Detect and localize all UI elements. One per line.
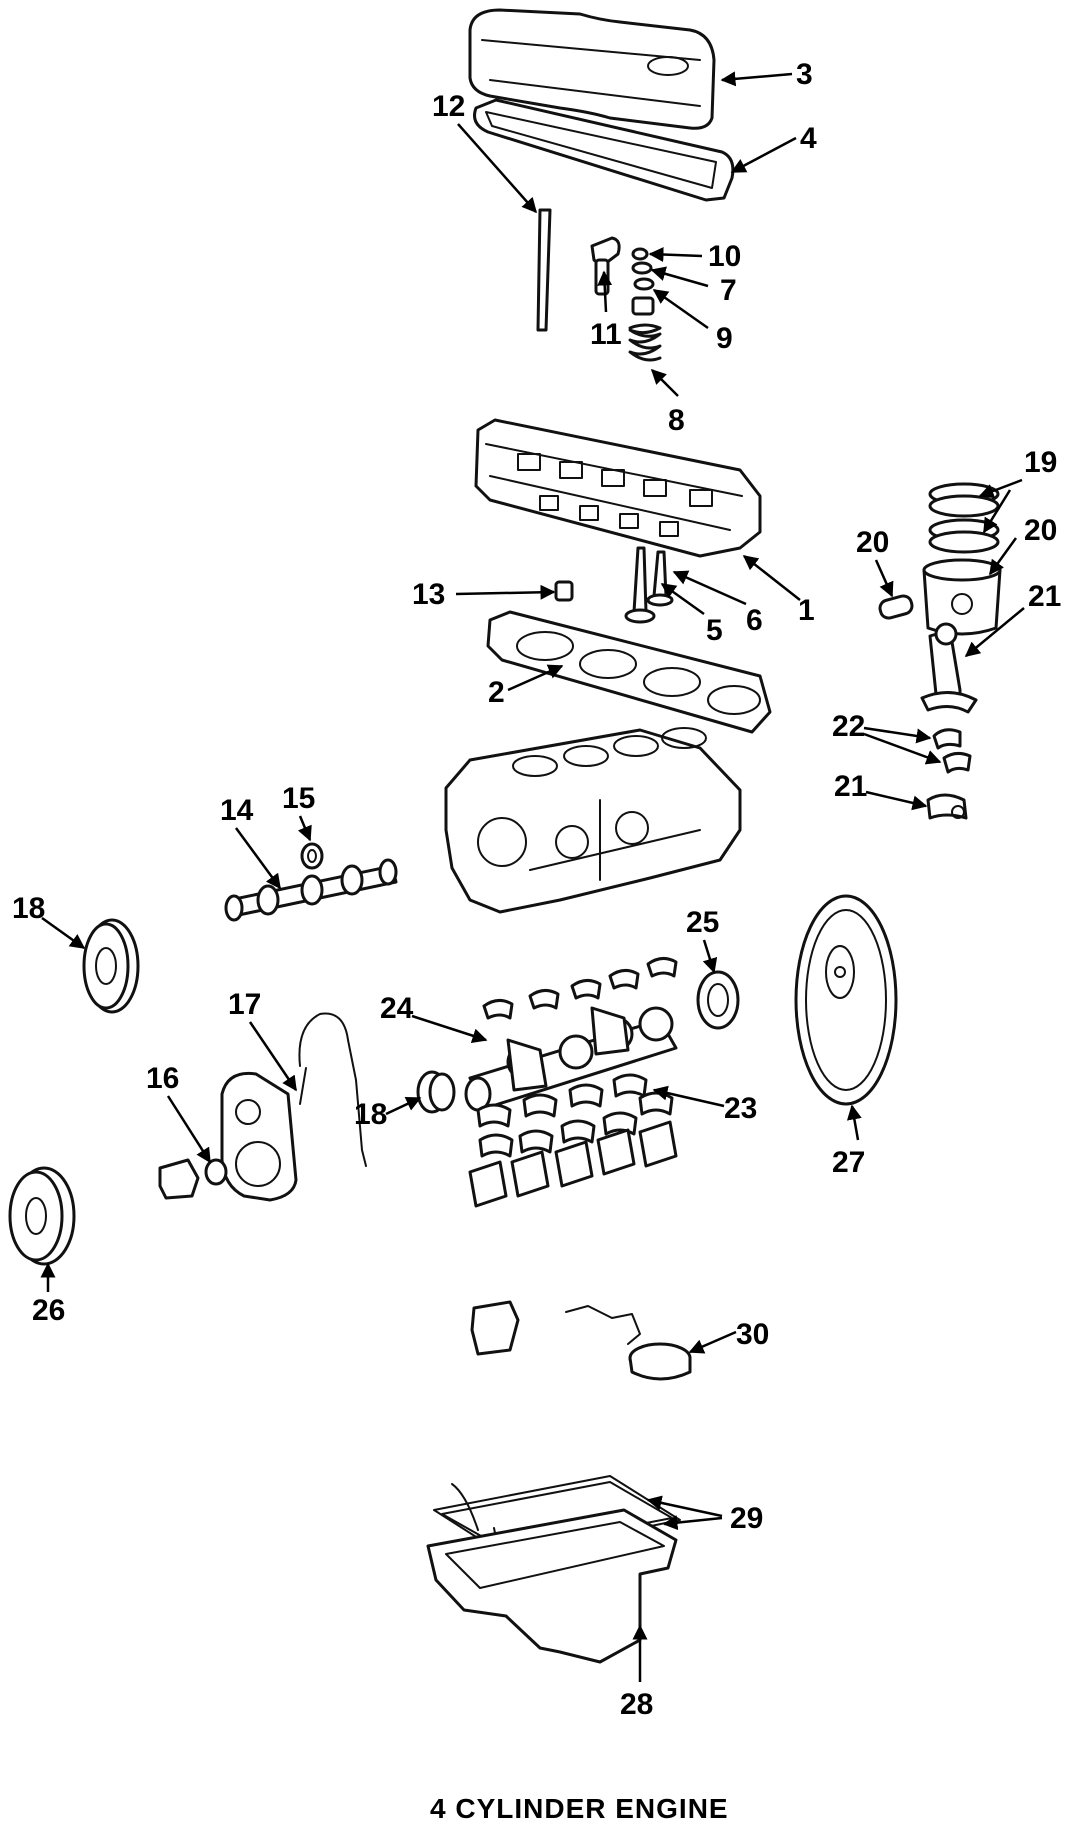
rod-bearings [932, 728, 972, 774]
valve-spring [628, 323, 662, 362]
connecting-rod [920, 622, 978, 714]
piston-pin [878, 594, 914, 620]
head-bolt [554, 580, 574, 602]
callout-16: 16 [146, 1062, 179, 1095]
callout-10: 10 [708, 240, 741, 273]
pushrod [536, 208, 552, 332]
callout-8: 8 [668, 404, 685, 437]
crankshaft [464, 1006, 678, 1112]
callout-18-left: 18 [12, 892, 45, 925]
callout-19: 19 [1024, 446, 1057, 479]
callout-7: 7 [720, 274, 737, 307]
callout-2: 2 [488, 676, 505, 709]
callout-30: 30 [736, 1318, 769, 1351]
rod-cap [926, 793, 968, 820]
callout-15: 15 [282, 782, 315, 815]
callout-27: 27 [832, 1146, 865, 1179]
head-gasket [486, 610, 772, 734]
callout-6: 6 [746, 604, 763, 637]
callout-1: 1 [798, 594, 815, 627]
callout-29: 29 [730, 1502, 763, 1535]
callout-20-right: 20 [1024, 514, 1057, 547]
callout-5: 5 [706, 614, 723, 647]
callout-labels: 3 4 12 10 7 9 11 8 19 20 20 21 13 1 6 5 … [12, 58, 1061, 1721]
callout-22: 22 [832, 710, 865, 743]
callout-17: 17 [228, 988, 261, 1021]
callout-20-left: 20 [856, 526, 889, 559]
timing-cover-gasket [298, 1012, 367, 1167]
callout-21-top: 21 [1028, 580, 1061, 613]
valve-cover-gasket [473, 98, 735, 202]
callout-23: 23 [724, 1092, 757, 1125]
front-seal [204, 1158, 228, 1186]
cam-bearing [300, 842, 324, 870]
oil-pump [470, 1300, 520, 1356]
crankshaft-pulley [82, 918, 140, 1014]
harmonic-balancer [8, 1166, 76, 1266]
callout-28: 28 [620, 1688, 653, 1721]
timing-cover [220, 1071, 298, 1202]
oil-pickup-tube [565, 1305, 692, 1381]
callout-25: 25 [686, 906, 719, 939]
piston-rings [928, 482, 1000, 554]
callout-26: 26 [32, 1294, 65, 1327]
piston [922, 558, 1002, 636]
oil-pan [426, 1508, 678, 1664]
flexplate [794, 894, 898, 1106]
crankshaft-gear [416, 1070, 456, 1114]
thermostat-housing [158, 1158, 200, 1200]
callout-14: 14 [220, 794, 254, 827]
callout-24: 24 [380, 992, 414, 1025]
rear-main-seal [696, 970, 740, 1030]
valve-parts-stack [631, 247, 655, 316]
callout-13: 13 [412, 578, 445, 611]
callout-18-center: 18 [354, 1098, 387, 1131]
main-bearing-caps [468, 1073, 678, 1208]
callout-4: 4 [800, 122, 817, 155]
callout-21-bottom: 21 [834, 770, 867, 803]
leader-lines [40, 71, 1025, 1682]
callout-3: 3 [796, 58, 813, 91]
callout-11: 11 [590, 318, 622, 351]
callout-12: 12 [432, 90, 465, 123]
main-bearings-upper [482, 957, 678, 1020]
diagram-caption: 4 CYLINDER ENGINE [430, 1793, 729, 1824]
valve-cover [468, 8, 716, 130]
cylinder-head [474, 418, 762, 558]
engine-block [444, 727, 742, 914]
callout-9: 9 [716, 322, 733, 355]
